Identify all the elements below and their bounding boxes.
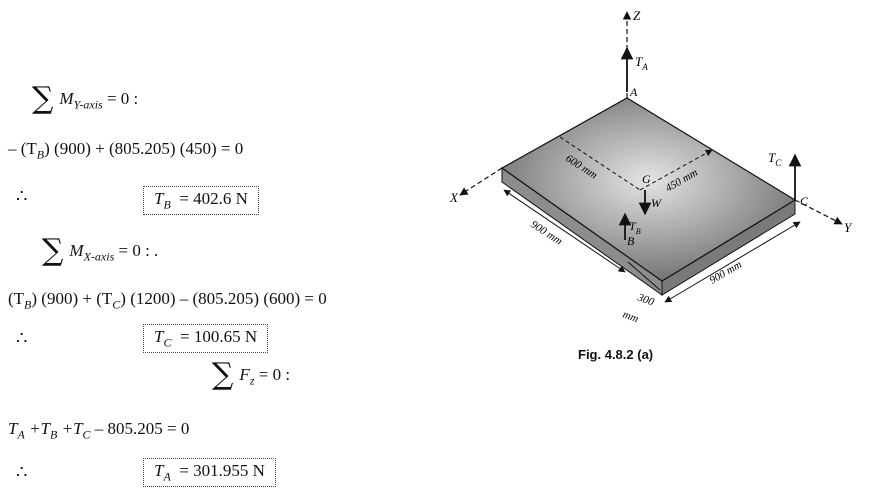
tb-result-box: TB = 402.6 N: [143, 186, 259, 216]
ta-result-box: TA = 301.955 N: [143, 458, 276, 488]
dim-900-left-line: [503, 189, 626, 273]
z-axis-label: Z: [633, 8, 641, 23]
weight-label: W: [651, 196, 662, 210]
x-axis-label: X: [449, 190, 459, 205]
point-g-label: G: [642, 172, 651, 186]
sum-fz-equation: ∑Fz = 0 :: [212, 357, 291, 392]
moment-x-equation: (TB) (900) + (TC) (1200) – (805.205) (60…: [8, 289, 327, 312]
plate-diagram: Z TA A X Y TC C 600 mm 450 mm G W TB B 9…: [449, 8, 853, 326]
therefore-symbol: ∴: [16, 186, 28, 206]
ta-label: TA: [635, 54, 648, 72]
plate-top-face: [500, 97, 797, 282]
x-axis: [459, 167, 503, 196]
moment-y-equation: – (TB) (900) + (805.205) (450) = 0: [8, 139, 244, 162]
sigma-symbol: ∑: [212, 357, 234, 392]
y-axis: [794, 199, 843, 225]
dim-300-label: 300: [635, 291, 656, 308]
therefore-symbol: ∴: [16, 462, 28, 482]
dim-900-right-line: [664, 221, 801, 303]
sigma-symbol: ∑: [32, 81, 54, 116]
sum-my-equation: ∑MY-axis = 0 :: [32, 81, 139, 116]
y-axis-label: Y: [844, 220, 853, 235]
dim-mm-label: mm: [621, 309, 640, 326]
point-a-label: A: [629, 85, 638, 99]
point-b-label: B: [627, 234, 635, 248]
point-c-label: C: [800, 194, 809, 208]
tb-label: TB: [629, 219, 641, 236]
therefore-symbol: ∴: [16, 328, 28, 348]
force-z-equation: TA +TB +TC – 805.205 = 0: [8, 419, 190, 442]
tc-label: TC: [768, 150, 782, 168]
dim-600-line: [559, 136, 641, 191]
tc-result-box: TC = 100.65 N: [143, 324, 269, 354]
sigma-symbol: ∑: [42, 233, 64, 268]
figure-caption: Fig. 4.8.2 (a): [578, 347, 654, 362]
sum-mx-equation: ∑MX-axis = 0 : .: [42, 233, 159, 268]
dim-300-line: [627, 261, 661, 291]
